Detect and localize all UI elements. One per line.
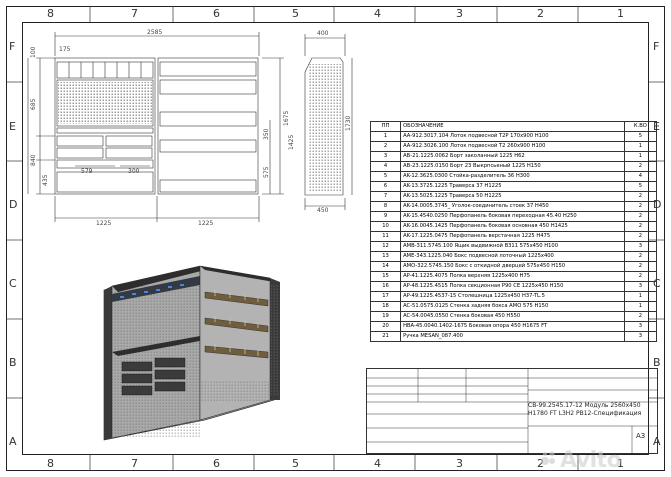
zone-right-A: A: [653, 435, 661, 448]
spec-row-qty: 3: [623, 331, 658, 342]
zone-left-D: D: [9, 198, 18, 211]
zone-top-8: 8: [47, 7, 54, 20]
zone-right-B: B: [653, 356, 661, 369]
zone-top-1: 1: [617, 7, 624, 20]
dim-1225-left: 1225: [96, 220, 112, 227]
dim-1225-right: 1225: [198, 220, 214, 227]
title-block: [366, 368, 658, 454]
spec-row-num: 21: [369, 331, 402, 342]
zone-right-F: F: [653, 40, 660, 53]
dim-side-450: 450: [317, 207, 329, 214]
zone-top-6: 6: [213, 7, 220, 20]
outer-frame: [6, 6, 665, 471]
zone-top-4: 4: [374, 7, 381, 20]
zone-bottom-6: 6: [213, 457, 220, 470]
sheet-format: A3: [636, 432, 646, 440]
avito-logo-icon: [541, 451, 555, 465]
zone-bottom-3: 3: [456, 457, 463, 470]
zone-left-F: F: [9, 40, 16, 53]
zone-bottom-8: 8: [47, 457, 54, 470]
zone-left-A: A: [9, 435, 17, 448]
zone-top-7: 7: [131, 7, 138, 20]
zone-bottom-5: 5: [292, 457, 299, 470]
dim-side-400: 400: [317, 30, 329, 37]
drawing-title: CB-99.2545.17-12 Модуль 2560x450 H1780 F…: [528, 402, 642, 417]
zone-left-C: C: [9, 277, 17, 290]
zone-right-C: C: [653, 277, 661, 290]
avito-watermark: Avito: [560, 448, 622, 473]
dim-579: 579: [81, 168, 93, 175]
zone-top-3: 3: [456, 7, 463, 20]
zone-bottom-1: 1: [617, 457, 624, 470]
zone-left-B: B: [9, 356, 17, 369]
zone-left-E: E: [9, 120, 16, 133]
dim-total-width: 2585: [147, 29, 163, 36]
dim-300: 300: [128, 168, 140, 175]
zone-bottom-4: 4: [374, 457, 381, 470]
dim-175: 175: [59, 46, 71, 53]
perforation-pattern: [58, 82, 152, 124]
zone-right-D: D: [653, 198, 662, 211]
zone-top-5: 5: [292, 7, 299, 20]
zone-bottom-7: 7: [131, 457, 138, 470]
zone-bottom-2: 2: [537, 457, 544, 470]
zone-top-2: 2: [537, 7, 544, 20]
